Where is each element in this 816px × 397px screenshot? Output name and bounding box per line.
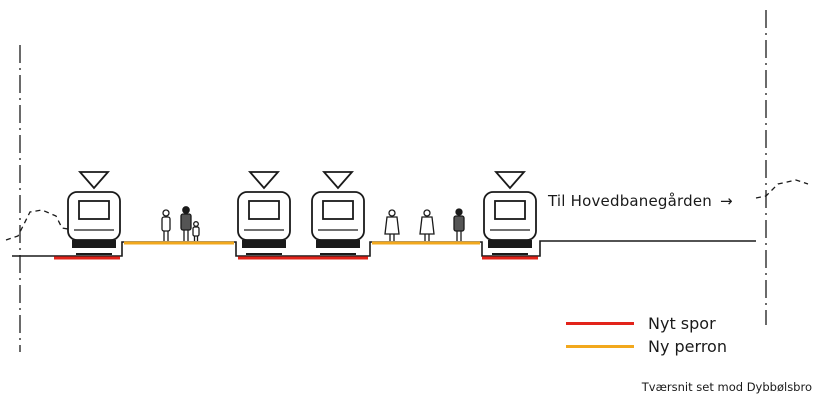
legend-swatch-new-platform	[566, 344, 634, 348]
ground-profile	[12, 240, 756, 257]
caption: Tværsnit set mod Dybbølsbro	[641, 380, 812, 394]
person-icon	[161, 209, 171, 241]
legend-label-new-platform: Ny perron	[648, 336, 727, 356]
direction-text: Til Hovedbanegården	[548, 192, 713, 210]
right-boundary-line	[755, 10, 809, 325]
arrow-right-icon: →	[720, 192, 733, 210]
legend-swatch-new-track	[566, 321, 634, 325]
legend-label-new-track: Nyt spor	[648, 313, 716, 333]
train-3	[311, 171, 365, 255]
left-boundary-line	[5, 45, 75, 352]
person-icon	[384, 209, 400, 241]
train-4	[483, 171, 537, 255]
person-icon	[192, 221, 200, 241]
train-1	[67, 171, 121, 255]
train-2	[237, 171, 291, 255]
people-group-2	[384, 208, 465, 241]
person-icon	[453, 208, 465, 241]
person-icon	[180, 206, 192, 241]
person-icon	[419, 209, 435, 241]
direction-label: Til Hovedbanegården →	[548, 192, 733, 210]
legend-item-new-platform: Ny perron	[566, 336, 727, 356]
people-group-1	[161, 206, 200, 241]
legend-item-new-track: Nyt spor	[566, 313, 716, 333]
